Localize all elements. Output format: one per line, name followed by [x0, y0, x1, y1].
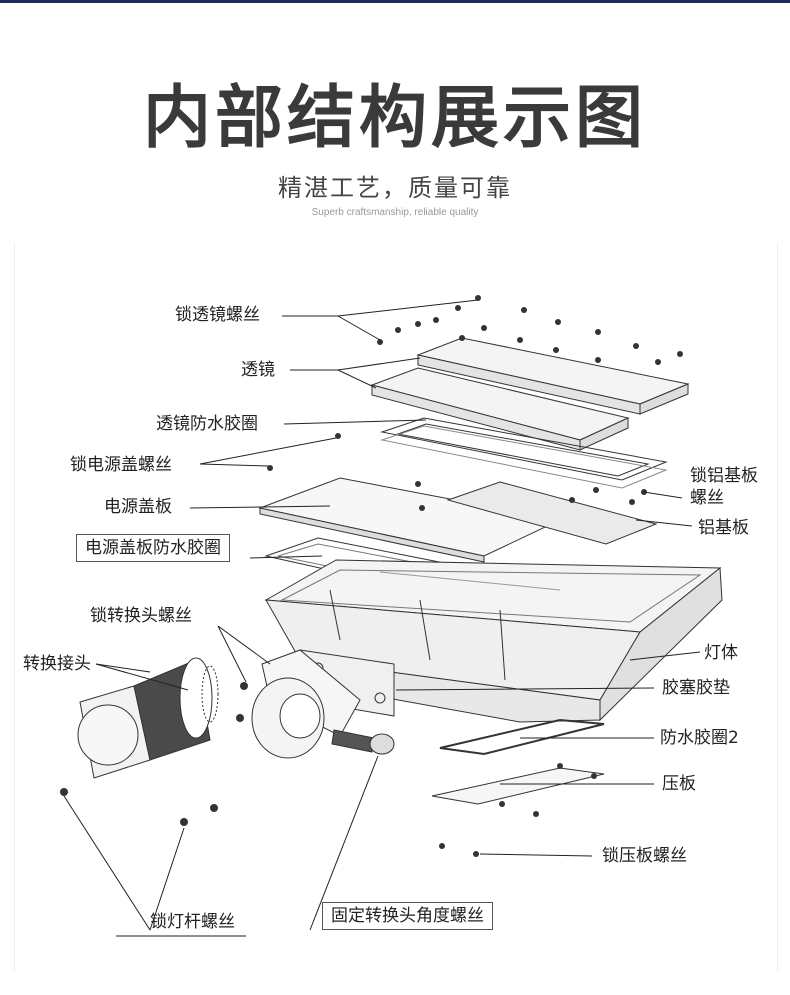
label-adapter: 转换接头: [23, 654, 91, 674]
top-accent-bar: [0, 0, 790, 3]
label-aluminum-board-screws-2: 螺丝: [690, 488, 724, 508]
leader-lines: [63, 299, 701, 937]
lens-plate-front: [370, 367, 630, 451]
label-pressure-plate-screws: 锁压板螺丝: [602, 846, 687, 866]
adapter-knuckle: [251, 649, 361, 759]
lens-plate-back: [416, 337, 690, 415]
label-lens: 透镜: [241, 360, 275, 380]
label-lamp-body: 灯体: [704, 643, 738, 663]
label-power-cover-screws: 锁电源盖螺丝: [70, 455, 172, 475]
angle-screw: [331, 729, 395, 755]
label-pole-screws: 锁灯杆螺丝: [150, 912, 235, 932]
label-lens-screws: 锁透镜螺丝: [175, 305, 260, 325]
lens-gasket: [380, 417, 668, 489]
label-aluminum-board-screws-1: 锁铝基板: [690, 466, 758, 486]
label-adapter-screws: 锁转换头螺丝: [90, 606, 192, 626]
lamp-body: [264, 559, 723, 723]
label-plug-gasket: 胶塞胶垫: [662, 678, 730, 698]
label-pressure-plate: 压板: [662, 774, 696, 794]
gasket-2: [439, 718, 605, 756]
page-subtitle-english: Superb craftsmanship, reliable quality: [311, 207, 479, 218]
label-power-cover-gasket: 电源盖板防水胶圈: [76, 534, 230, 562]
pole-adapter: [77, 657, 219, 779]
page-subtitle: 精湛工艺，质量可靠: [278, 174, 512, 202]
aluminum-board: [446, 481, 658, 545]
page-title: 内部结构展示图: [142, 79, 647, 158]
diagram-panel: [14, 242, 778, 972]
label-power-cover: 电源盖板: [104, 497, 172, 517]
label-lens-gasket: 透镜防水胶圈: [156, 414, 258, 434]
screws: [60, 295, 683, 857]
pressure-plate: [431, 767, 605, 805]
label-gasket-2: 防水胶圈2: [660, 728, 739, 748]
power-cover-plate: [258, 477, 562, 563]
label-aluminum-board: 铝基板: [698, 518, 749, 538]
label-angle-screw: 固定转换头角度螺丝: [322, 902, 493, 930]
